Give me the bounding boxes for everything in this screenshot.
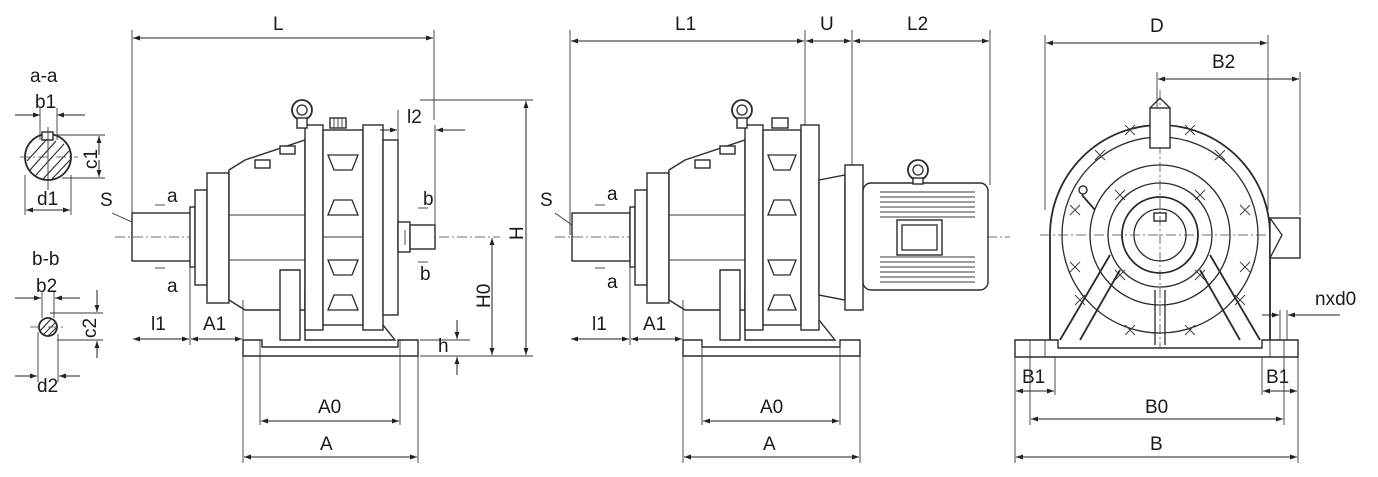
motor-view-shaft-marker-S: S: [540, 190, 553, 211]
motor-view-dim-l1: l1: [592, 314, 607, 335]
section-bb-height-label: c2: [80, 318, 101, 338]
dim-B0: B0: [1145, 397, 1168, 418]
motor-view-section-a-top: a: [607, 184, 618, 205]
dim-h: h: [438, 336, 449, 357]
section-bb-width-label: b2: [36, 276, 57, 297]
motor-adapter: [818, 174, 846, 301]
dim-A0: A0: [318, 397, 341, 418]
dim-D: D: [1150, 16, 1164, 37]
dim-H: H: [507, 226, 528, 240]
section-bb-title: b-b: [32, 249, 59, 270]
shaft-marker-S: S: [100, 190, 113, 211]
section-bb-dia-label: d2: [37, 376, 58, 397]
section-aa-width-label: b1: [35, 92, 56, 113]
cycloid-housing: [322, 129, 364, 326]
dim-nxd0: nxd0: [1315, 289, 1356, 310]
dim-B1-left: B1: [1022, 367, 1045, 388]
section-aa-height-label: c1: [81, 149, 102, 169]
motor-view-section-a-bottom: a: [607, 272, 618, 293]
motor-view-dim-A: A: [763, 434, 776, 455]
dim-L2: L2: [907, 14, 928, 35]
motor-view-dim-A1: A1: [643, 314, 666, 335]
dim-l1: l1: [151, 314, 166, 335]
section-a-top-marker: a: [167, 186, 178, 207]
dim-H0: H0: [474, 284, 495, 308]
dim-B: B: [1150, 434, 1163, 455]
dim-A: A: [320, 434, 333, 455]
section-bb: b-b b2 c2 d2: [15, 249, 103, 397]
section-b-top-marker: b: [423, 189, 434, 210]
section-a-bottom-marker: a: [167, 276, 178, 297]
dim-A1: A1: [203, 314, 226, 335]
end-base: [1014, 339, 1299, 358]
section-aa-title: a-a: [30, 66, 58, 87]
dim-L1: L1: [675, 14, 696, 35]
lifting-eye: [291, 99, 313, 121]
dim-B1-right: B1: [1266, 367, 1289, 388]
section-aa-dia-label: d1: [37, 189, 58, 210]
section-aa: a-a b1 c1 d1: [15, 66, 105, 215]
input-shaft: [409, 224, 436, 250]
reducer-end-view: D B2: [1014, 16, 1356, 463]
reducer-side-view: L S a a: [100, 14, 533, 463]
reducer-motor-view: L1 U L2 S a a: [540, 14, 1010, 463]
dim-L: L: [273, 14, 284, 35]
dim-B2: B2: [1212, 52, 1235, 73]
reducer-base: [242, 339, 419, 357]
section-b-bottom-marker: b: [420, 264, 431, 285]
motor-view-dim-A0: A0: [760, 397, 783, 418]
dim-l2: l2: [407, 107, 422, 128]
dim-U: U: [820, 14, 834, 35]
